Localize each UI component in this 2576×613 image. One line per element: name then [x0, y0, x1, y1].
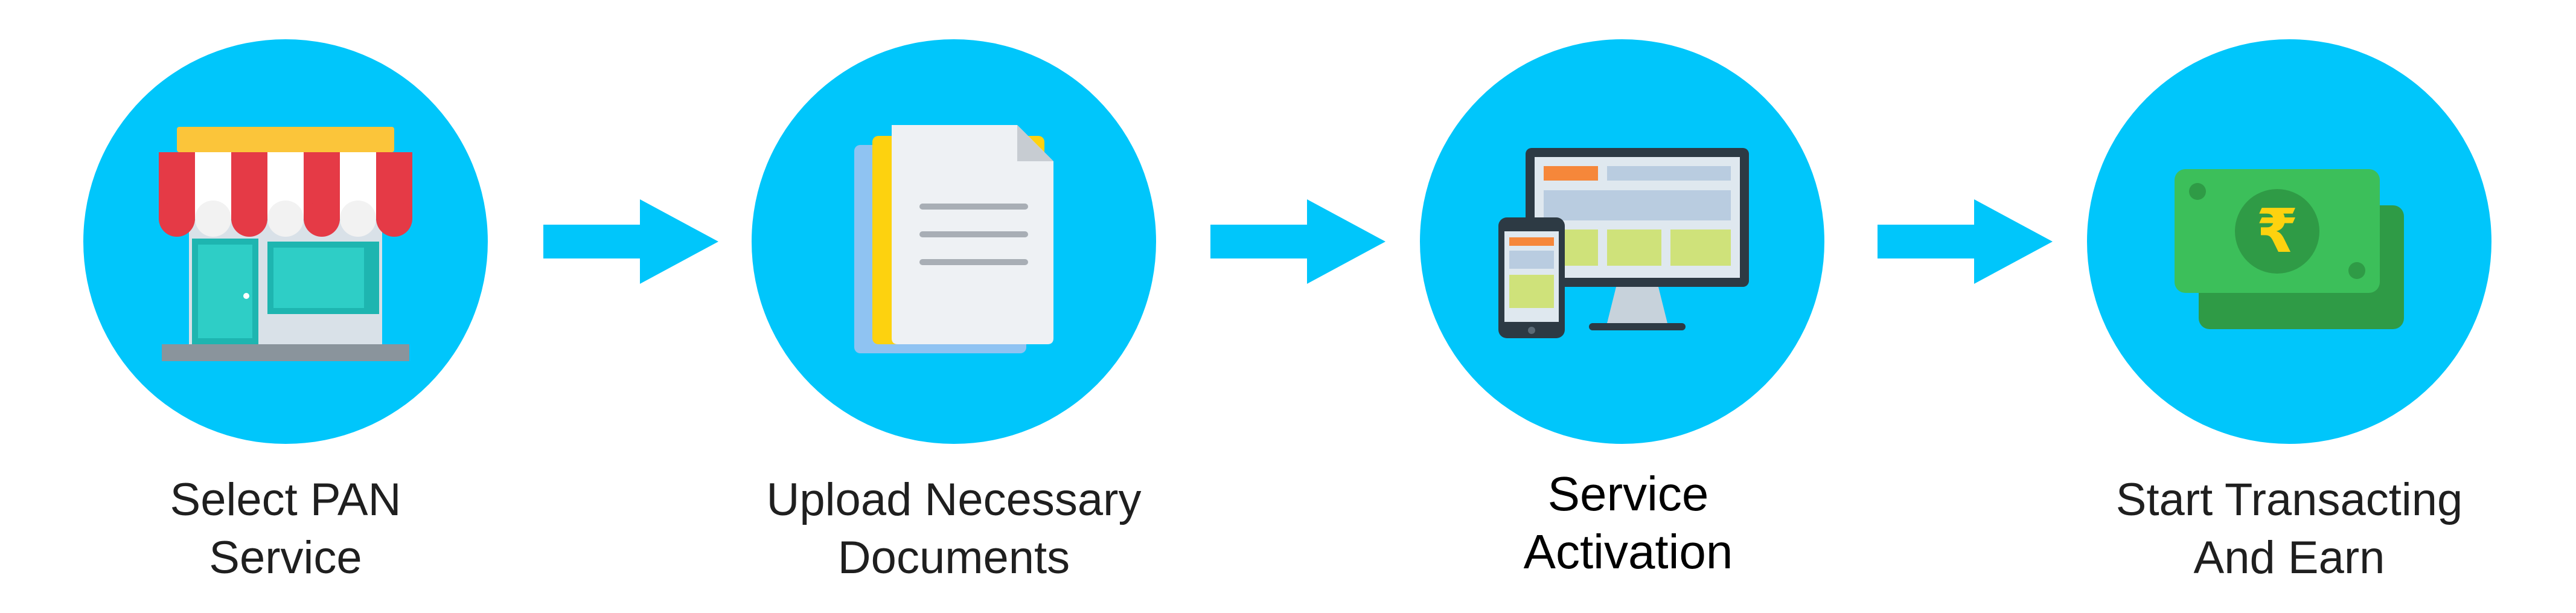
step-4-label: Start Transacting And Earn: [2115, 474, 2463, 583]
svg-text:₹: ₹: [2256, 196, 2298, 266]
step-1-circle: [83, 39, 488, 444]
step-1-label: Select PAN Service: [170, 474, 401, 583]
arrow-right-icon: [543, 199, 718, 284]
devices-icon: [1498, 148, 1749, 338]
documents-icon: [854, 125, 1053, 353]
step-2-circle: [752, 39, 1156, 444]
step-2-label: Upload Necessary Documents: [766, 474, 1142, 583]
step-3-label: Service Activation: [1523, 467, 1733, 579]
arrow-right-icon: [1210, 199, 1385, 284]
arrow-right-icon: [1878, 199, 2053, 284]
rupee-money-icon: ₹: [2175, 169, 2404, 329]
step-4-circle: ₹: [2087, 39, 2491, 444]
storefront-icon: [159, 127, 412, 361]
step-3-circle: [1420, 39, 1824, 444]
